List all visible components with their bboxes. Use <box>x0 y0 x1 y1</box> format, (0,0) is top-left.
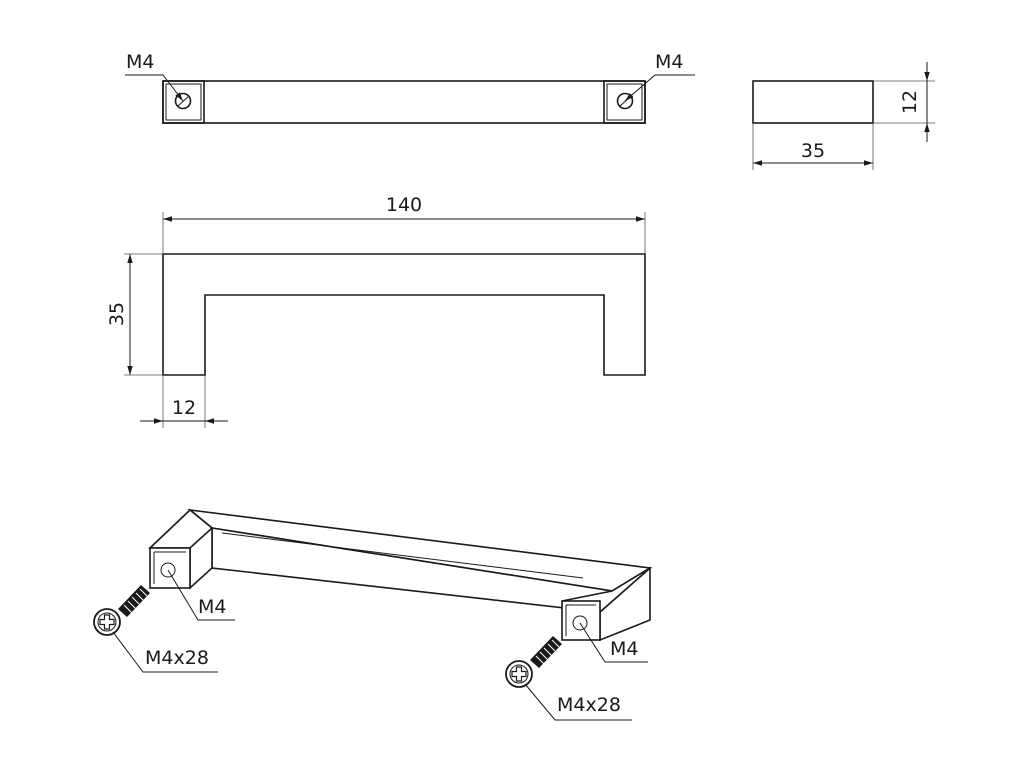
front-view: 140 35 12 <box>106 194 646 428</box>
front-view-length-label: 140 <box>386 194 422 216</box>
top-view-right-hole-label: M4 <box>655 51 683 73</box>
top-view-right-end <box>603 80 646 124</box>
phillips-cross-icon <box>99 614 115 630</box>
top-view-left-end <box>162 80 205 124</box>
iso-left-hole-label: M4 <box>198 596 226 618</box>
end-view-outline <box>752 80 874 124</box>
phillips-cross-icon <box>511 666 527 682</box>
iso-left-screw <box>93 585 150 636</box>
isometric-view: M4 M4 M4x28 <box>93 508 653 721</box>
iso-left-hole <box>160 562 176 578</box>
end-view: 35 12 <box>752 62 935 170</box>
top-view: M4 M4 <box>125 51 695 124</box>
front-view-leg-width-label: 12 <box>172 397 196 419</box>
end-view-height-label: 12 <box>899 90 921 114</box>
front-view-outline <box>162 253 646 376</box>
front-view-height-label: 35 <box>106 302 128 326</box>
iso-right-leg-end <box>561 600 601 641</box>
iso-right-hole <box>572 615 588 631</box>
top-view-left-hole <box>174 92 192 110</box>
end-view-width-label: 35 <box>801 140 825 162</box>
iso-right-hole-label: M4 <box>610 638 638 660</box>
iso-left-leg-end <box>149 547 191 589</box>
iso-right-screw <box>505 636 562 688</box>
top-view-outline <box>162 80 646 124</box>
iso-right-screw-label: M4x28 <box>557 694 621 716</box>
iso-left-screw-label: M4x28 <box>145 647 209 669</box>
top-view-left-hole-label: M4 <box>126 51 154 73</box>
